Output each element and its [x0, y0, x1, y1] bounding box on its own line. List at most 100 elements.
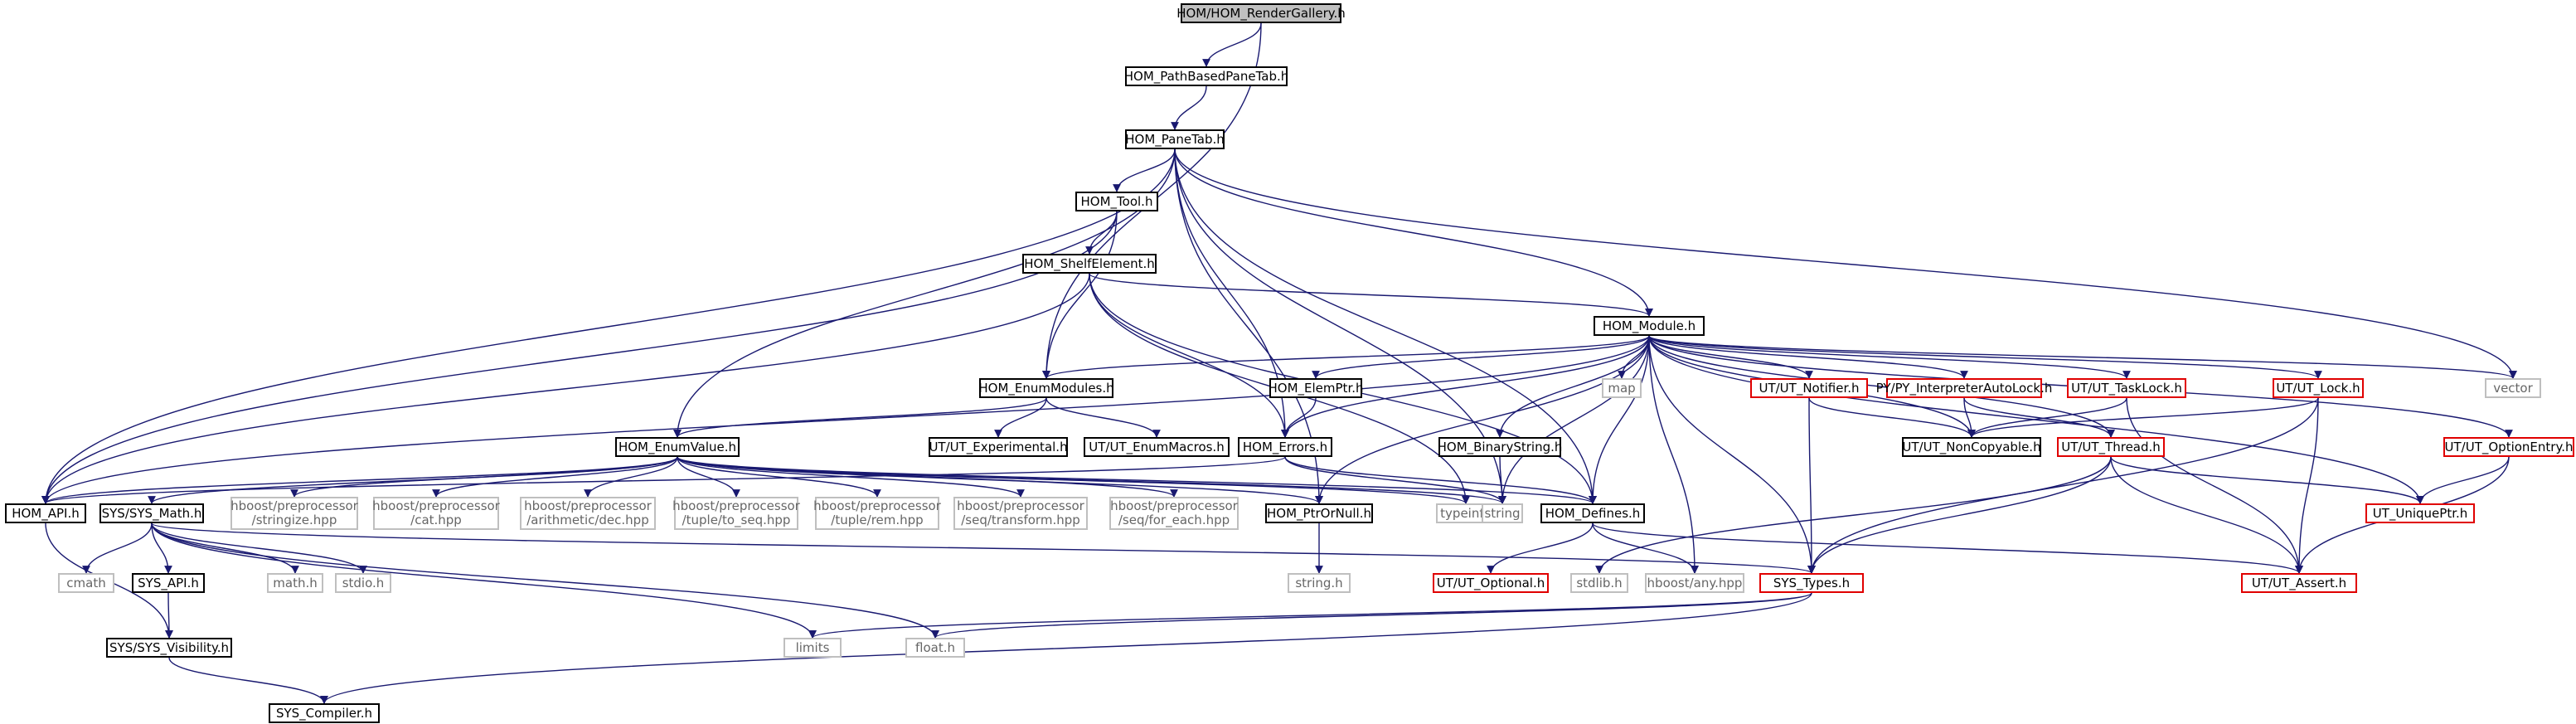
edge-defines-to-ut-optional [1487, 522, 1594, 574]
node-render-gallery[interactable]: HOM/HOM_RenderGallery.h [1176, 3, 1346, 23]
node-tool[interactable]: HOM_Tool.h [1075, 192, 1158, 211]
node-transform[interactable]: hboost/preprocessor/seq/transform.hpp [953, 497, 1088, 530]
node-pane-tab[interactable]: HOM_PaneTab.h [1125, 129, 1225, 149]
node-sys-types[interactable]: SYS_Types.h [1759, 573, 1864, 593]
edge-pane-tab-to-module [1174, 148, 1653, 317]
node-label: HOM_PtrOrNull.h [1267, 505, 1371, 521]
edge-module-to-task-lock [1648, 335, 2131, 379]
edge-shelf-element-to-module [1089, 273, 1653, 317]
edge-visibility-to-compiler [168, 657, 328, 704]
node-shelf-element[interactable]: HOM_ShelfElement.h [1022, 254, 1157, 274]
node-vector[interactable]: vector [2485, 378, 2541, 398]
node-label: limits [795, 639, 830, 655]
node-stringize[interactable]: hboost/preprocessor/stringize.hpp [230, 497, 358, 530]
edge-py-lock-to-thread [1963, 397, 2115, 438]
node-label: UT/UT_Experimental.h [929, 439, 1068, 454]
edge-pane-tab-to-tool [1113, 148, 1176, 192]
node-path-pane-tab[interactable]: HOM_PathBasedPaneTab.h [1124, 66, 1288, 86]
edge-module-to-py-lock [1648, 335, 1968, 379]
node-to-seq[interactable]: hboost/preprocessor/tuple/to_seq.hpp [672, 497, 800, 530]
node-label: hboost/any.hpp [1647, 575, 1743, 590]
edge-sys-math-to-float-h [151, 522, 939, 639]
node-float-h[interactable]: float.h [905, 638, 965, 658]
node-stdlib-h[interactable]: stdlib.h [1570, 573, 1628, 593]
edge-sys-math-to-sys-types [151, 522, 1816, 574]
node-rem[interactable]: hboost/preprocessor/tuple/rem.hpp [813, 497, 941, 530]
node-label: HOM_EnumValue.h [618, 439, 737, 454]
edge-shelf-element-to-hom-api [41, 273, 1090, 504]
edge-module-to-enum-modules [1042, 335, 1650, 379]
node-thread[interactable]: UT/UT_Thread.h [2057, 437, 2165, 457]
node-compiler[interactable]: SYS_Compiler.h [269, 703, 380, 723]
edge-thread-to-sys-types [1807, 456, 2112, 574]
node-enum-value[interactable]: HOM_EnumValue.h [615, 437, 740, 457]
edge-enum-modules-to-enum-value [673, 397, 1047, 438]
node-option-entry[interactable]: UT/UT_OptionEntry.h [2443, 437, 2574, 457]
node-label: SYS_API.h [138, 575, 199, 590]
edge-enum-modules-to-experimental [994, 397, 1047, 438]
node-py-lock[interactable]: PY/PY_InterpreterAutoLock.h [1876, 378, 2052, 398]
node-ut-lock[interactable]: UT/UT_Lock.h [2273, 378, 2364, 398]
node-any-hpp[interactable]: hboost/any.hpp [1645, 573, 1744, 593]
node-defines[interactable]: HOM_Defines.h [1540, 503, 1645, 523]
node-ptr-or-null[interactable]: HOM_PtrOrNull.h [1265, 503, 1373, 523]
node-map[interactable]: map [1602, 378, 1642, 398]
edge-path-pane-tab-to-pane-tab [1171, 85, 1207, 130]
edge-ut-lock-to-ut-assert [2295, 397, 2319, 574]
node-for-each[interactable]: hboost/preprocessor/seq/for_each.hpp [1109, 497, 1239, 530]
node-sys-math[interactable]: SYS/SYS_Math.h [99, 503, 204, 523]
node-label: /tuple/to_seq.hpp [682, 513, 791, 527]
node-sys-api[interactable]: SYS_API.h [132, 573, 205, 593]
edge-pane-tab-to-hom-api [41, 148, 1176, 504]
node-module[interactable]: HOM_Module.h [1594, 316, 1705, 336]
node-label: HOM/HOM_RenderGallery.h [1176, 5, 1346, 21]
node-limits[interactable]: limits [783, 638, 842, 658]
node-ut-optional[interactable]: UT/UT_Optional.h [1433, 573, 1549, 593]
node-label: UT_UniquePtr.h [2372, 505, 2468, 521]
node-label: map [1608, 380, 1636, 396]
edge-enum-value-to-ptr-or-null [677, 456, 1323, 504]
node-hom-api[interactable]: HOM_API.h [5, 503, 86, 523]
node-errors[interactable]: HOM_Errors.h [1238, 437, 1332, 457]
edge-shelf-element-to-errors [1089, 273, 1289, 438]
edge-module-to-hom-api [41, 335, 1650, 504]
node-noncopyable[interactable]: UT/UT_NonCopyable.h [1902, 437, 2041, 457]
node-math-h[interactable]: math.h [267, 573, 323, 593]
edge-sys-math-to-sys-api [151, 522, 172, 574]
node-dec[interactable]: hboost/preprocessor/arithmetic/dec.hpp [520, 497, 656, 530]
node-binary-string[interactable]: HOM_BinaryString.h [1438, 437, 1562, 457]
node-elem-ptr[interactable]: HOM_ElemPtr.h [1269, 378, 1364, 398]
node-unique-ptr[interactable]: UT_UniquePtr.h [2365, 503, 2475, 523]
edge-task-lock-to-ut-assert [2126, 397, 2303, 574]
node-label: HOM_Tool.h [1080, 193, 1153, 209]
node-cmath[interactable]: cmath [58, 573, 114, 593]
node-string-h[interactable]: string.h [1288, 573, 1351, 593]
node-ut-assert[interactable]: UT/UT_Assert.h [2241, 573, 2357, 593]
node-experimental[interactable]: UT/UT_Experimental.h [929, 437, 1068, 457]
edge-sys-types-to-compiler [320, 592, 1812, 704]
edge-sys-types-to-limits [808, 592, 1812, 639]
node-label: HOM_PaneTab.h [1125, 131, 1225, 147]
edge-ut-lock-to-noncopyable [1967, 397, 2319, 438]
node-cat[interactable]: hboost/preprocessor/cat.hpp [372, 497, 500, 530]
edge-sys-math-to-math-h [151, 522, 299, 574]
node-label: stdio.h [342, 575, 385, 590]
node-string[interactable]: string [1482, 503, 1523, 523]
node-stdio-h[interactable]: stdio.h [335, 573, 391, 593]
node-label: PY/PY_InterpreterAutoLock.h [1875, 380, 2053, 396]
node-label: /stringize.hpp [251, 513, 337, 527]
node-label: HOM_ShelfElement.h [1024, 255, 1155, 271]
node-enum-modules[interactable]: HOM_EnumModules.h [978, 378, 1114, 398]
node-label: math.h [273, 575, 318, 590]
edge-enum-value-to-string [677, 456, 1506, 504]
node-label: SYS/SYS_Math.h [101, 505, 202, 521]
node-notifier[interactable]: UT/UT_Notifier.h [1750, 378, 1868, 398]
edge-notifier-to-sys-types [1807, 397, 1816, 574]
edge-elem-ptr-to-errors [1281, 397, 1317, 438]
node-visibility[interactable]: SYS/SYS_Visibility.h [106, 638, 232, 658]
node-label: HOM_Errors.h [1242, 439, 1328, 454]
node-task-lock[interactable]: UT/UT_TaskLock.h [2067, 378, 2186, 398]
node-enum-macros[interactable]: UT/UT_EnumMacros.h [1084, 437, 1230, 457]
node-label: float.h [915, 639, 955, 655]
